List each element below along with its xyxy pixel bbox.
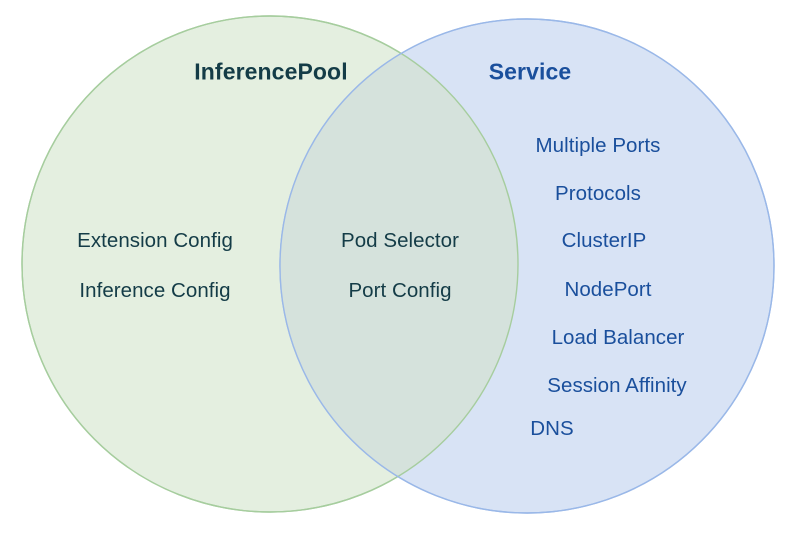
set-title-service: Service xyxy=(488,58,572,85)
service-item-6[interactable]: DNS xyxy=(530,417,574,440)
circle-service-outline xyxy=(279,18,775,514)
service-item-1[interactable]: Protocols xyxy=(555,182,641,205)
intersection-item-1[interactable]: Port Config xyxy=(348,279,452,302)
service-item-0[interactable]: Multiple Ports xyxy=(535,134,661,157)
inferencepool-item-1[interactable]: Inference Config xyxy=(79,279,231,302)
set-title-inferencepool: InferencePool xyxy=(194,58,348,85)
intersection-region[interactable] xyxy=(280,19,774,513)
service-item-5[interactable]: Session Affinity xyxy=(547,374,687,397)
service-item-2[interactable]: ClusterIP xyxy=(561,229,647,252)
service-item-3[interactable]: NodePort xyxy=(564,278,652,301)
inferencepool-item-0[interactable]: Extension Config xyxy=(77,229,233,252)
service-item-4[interactable]: Load Balancer xyxy=(551,326,685,349)
intersection-item-0[interactable]: Pod Selector xyxy=(341,229,459,252)
intersection-fill xyxy=(280,19,518,512)
circle-inferencepool-outline xyxy=(21,15,519,513)
